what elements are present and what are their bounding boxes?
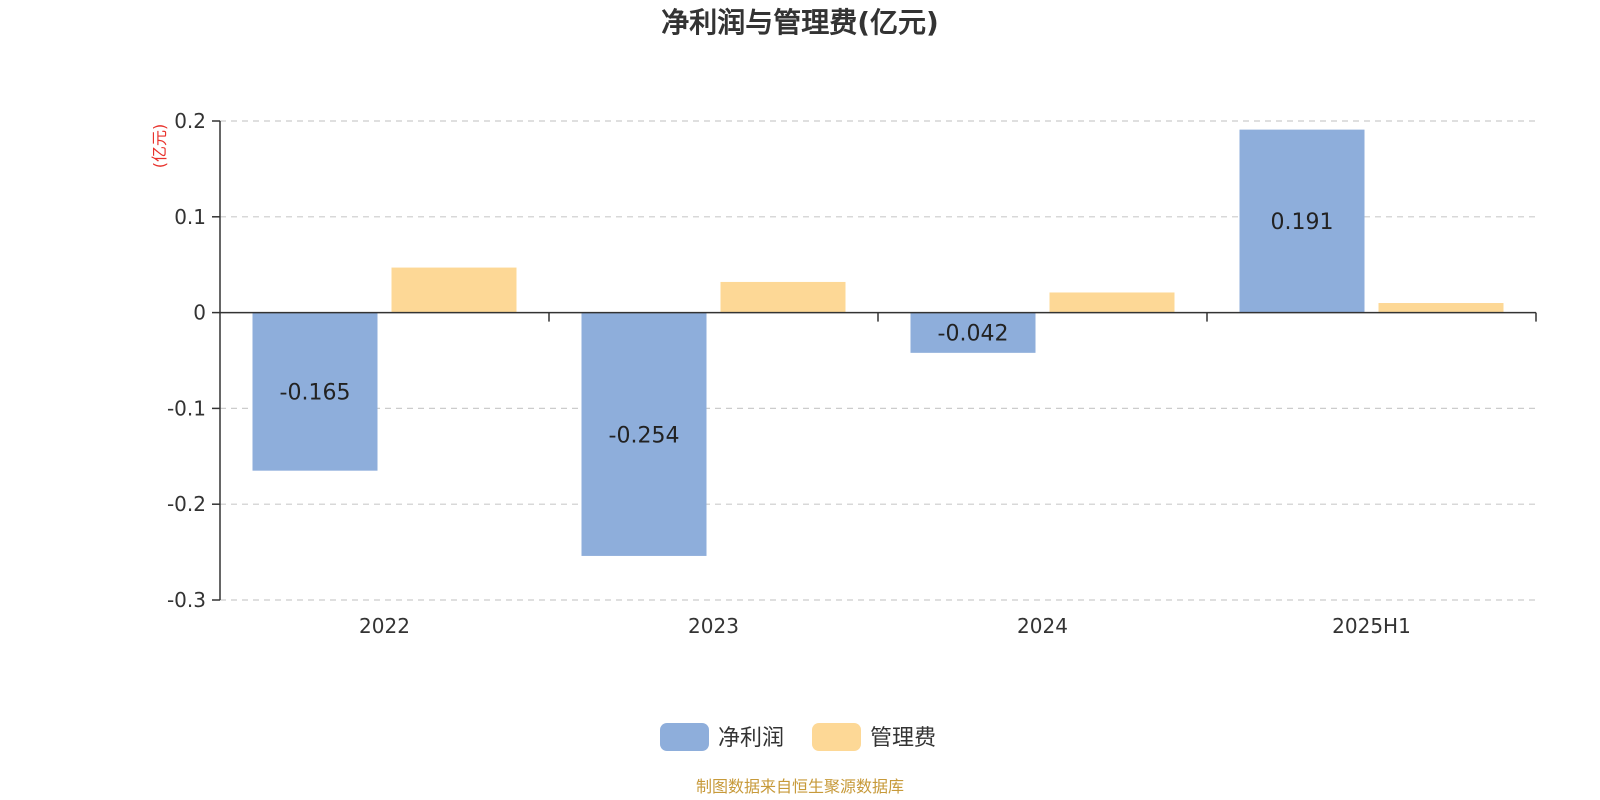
y-tick-label: -0.3 (167, 588, 206, 612)
x-tick-label: 2023 (688, 614, 739, 638)
chart-title: 净利润与管理费(亿元) (661, 6, 939, 39)
y-axis-unit-label: (亿元) (150, 124, 169, 169)
x-tick-label: 2024 (1017, 614, 1068, 638)
data-label-2022: -0.165 (280, 381, 351, 406)
source-note: 制图数据来自恒生聚源数据库 (696, 777, 904, 796)
legend-swatch-净利润 (660, 723, 709, 751)
bar-净利润-2022 (252, 312, 378, 471)
data-label-2024: -0.042 (938, 322, 1009, 347)
x-tick-label: 2025H1 (1332, 614, 1411, 638)
legend-swatch-管理费 (812, 723, 861, 751)
y-tick-label: 0 (193, 301, 206, 325)
axes (212, 120, 1537, 601)
x-tick-label: 2022 (359, 614, 410, 638)
bar-净利润-2023 (581, 312, 707, 556)
bar-管理费-2024 (1049, 292, 1175, 313)
y-tick-label: -0.1 (167, 396, 206, 420)
data-label-2025H1: 0.191 (1271, 210, 1334, 235)
data-label-2023: -0.254 (609, 423, 680, 448)
bar-管理费-2025H1 (1378, 303, 1504, 313)
y-tick-label: 0.1 (174, 205, 206, 229)
legend-label-净利润: 净利润 (718, 726, 784, 751)
bar-管理费-2023 (720, 281, 846, 313)
tick-labels: 0.2 0.1 0 -0.1 -0.2 -0.3 2022 2023 2024 2025H1 (167, 109, 1411, 638)
bar-净利润-2024 (910, 312, 1036, 353)
y-tick-label: 0.2 (174, 109, 206, 133)
bar-管理费-2022 (391, 267, 517, 313)
data-labels: -0.165 -0.254 -0.042 0.191 (280, 210, 1334, 448)
legend-label-管理费: 管理费 (870, 726, 936, 751)
bars (252, 129, 1504, 556)
legend: 净利润 管理费 (660, 723, 936, 751)
y-tick-label: -0.2 (167, 492, 206, 516)
bar-净利润-2025H1 (1239, 129, 1365, 313)
